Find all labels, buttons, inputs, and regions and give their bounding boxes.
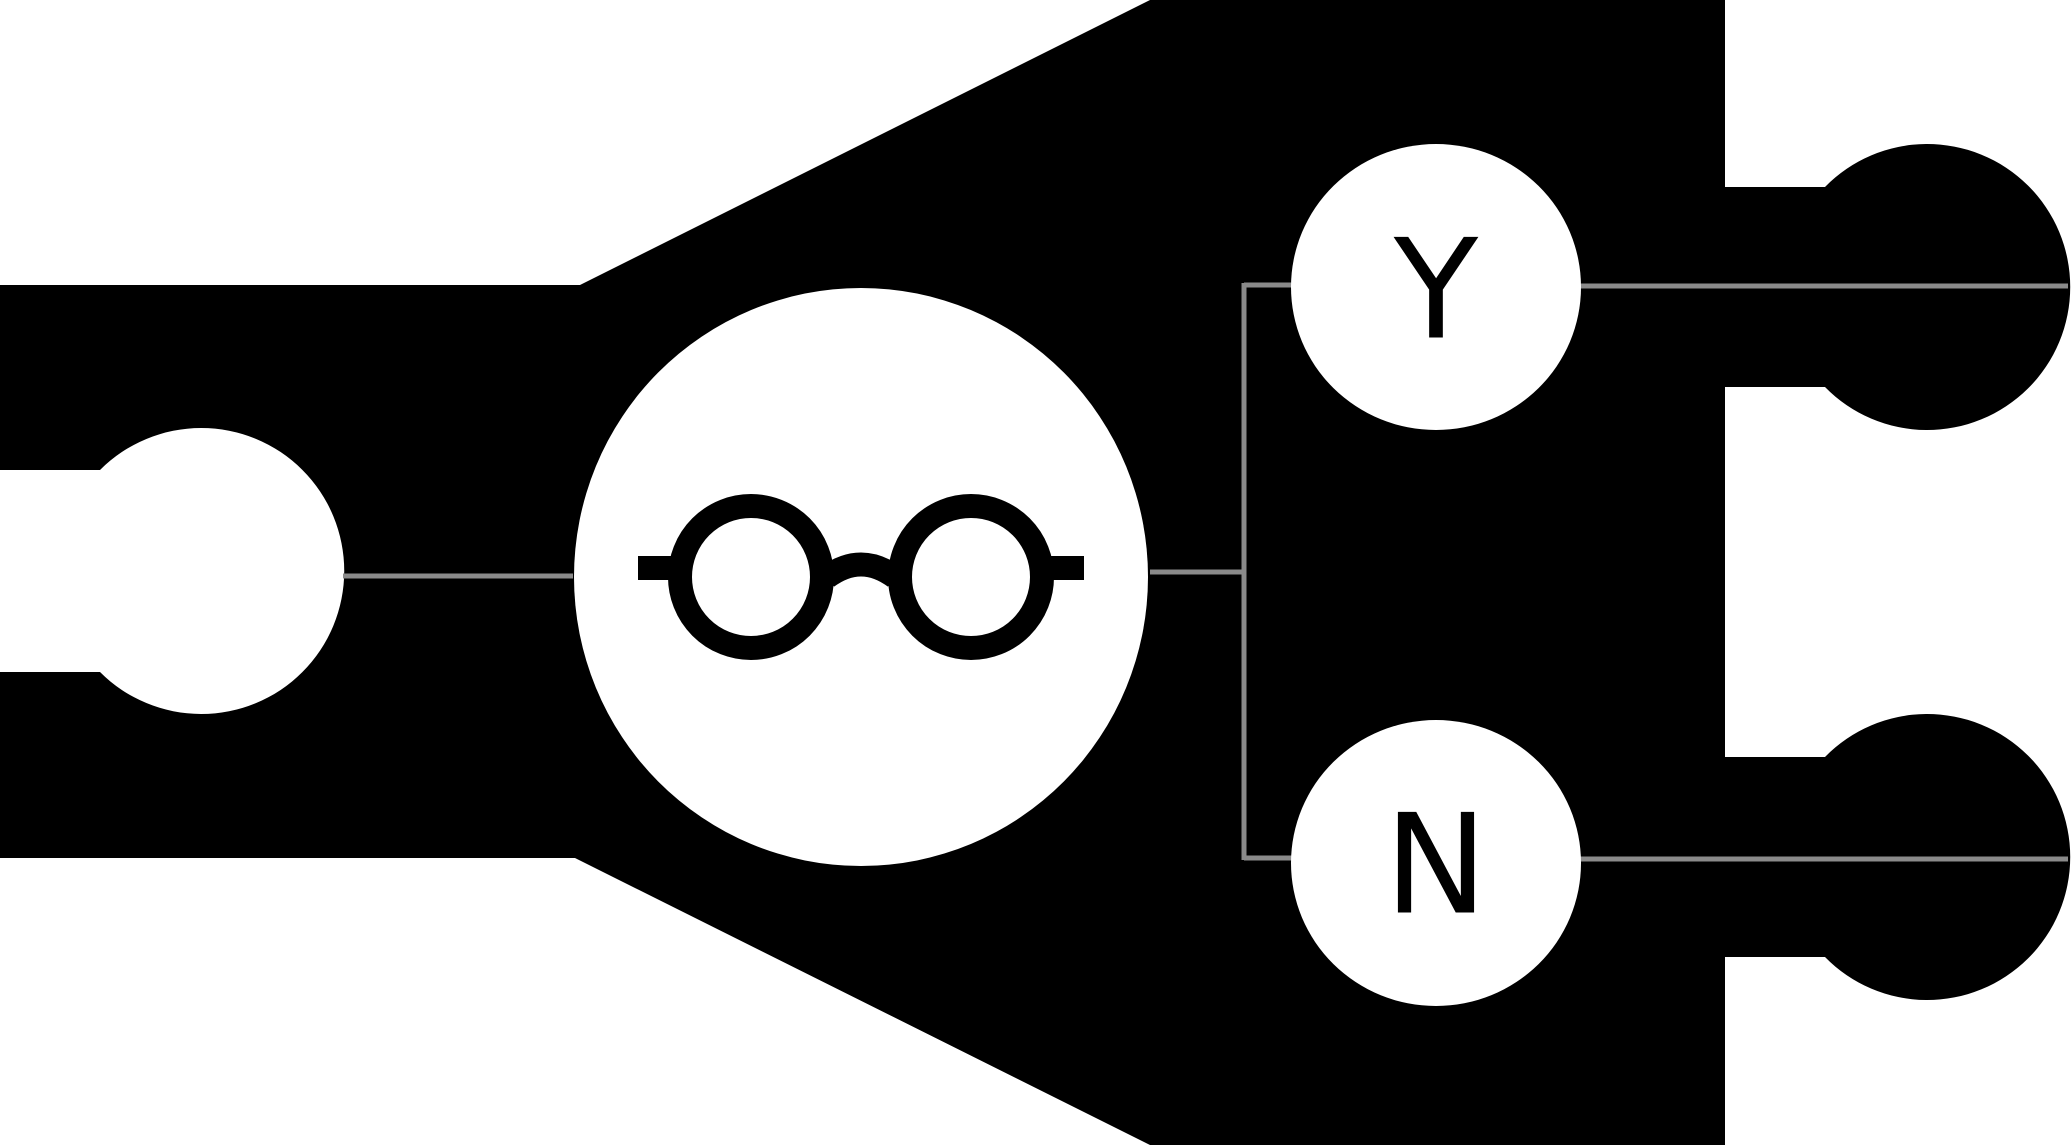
glasses-icon	[638, 494, 1084, 660]
connector-lines	[343, 282, 2068, 862]
no-branch-node: N	[1291, 720, 1581, 1006]
yes-branch-node: Y	[1291, 144, 1581, 430]
yes-node-label: Y	[1393, 210, 1479, 371]
center-decision-node	[574, 288, 1148, 866]
no-node-label: N	[1384, 785, 1487, 946]
